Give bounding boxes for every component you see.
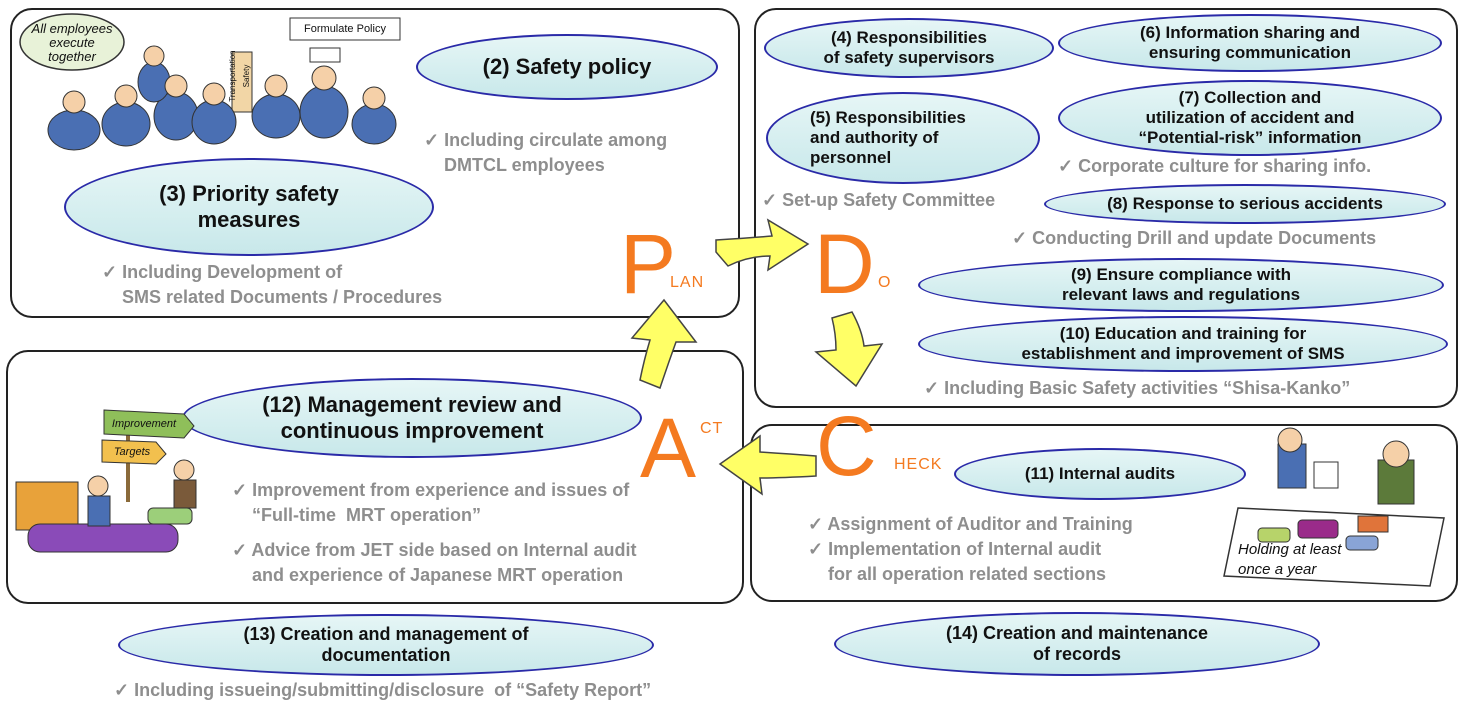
sign-targets: Targets bbox=[113, 446, 151, 458]
plan-illustration-bubble: All employees execute together bbox=[31, 21, 113, 64]
ellipse-5-note: ✓ Set-up Safety Committee bbox=[762, 190, 996, 210]
act-note-1: ✓ Improvement from experience and issues… bbox=[232, 480, 630, 525]
ellipse-4-label: (4) Responsibilities of safety superviso… bbox=[823, 27, 995, 67]
safety-policy-note: ✓ Including circulate among DMTCL employ… bbox=[424, 130, 668, 175]
plan-illustration-sign: Formulate Policy bbox=[304, 23, 386, 35]
plan-letter-suffix: LAN bbox=[670, 274, 705, 291]
check-letter: C bbox=[816, 399, 877, 493]
ellipse-8: (8) Response to serious accidents bbox=[1044, 184, 1446, 224]
plan-illustration: All employees execute together Formulate… bbox=[14, 12, 416, 152]
ellipse-4: (4) Responsibilities of safety superviso… bbox=[764, 18, 1054, 78]
act-letter: A bbox=[640, 401, 697, 495]
audit-illustration: Holding at least once a year bbox=[1218, 426, 1452, 592]
plan-letter: P bbox=[620, 217, 677, 311]
ellipse-5-label: (5) Responsibilities and authority of pe… bbox=[810, 107, 966, 168]
ellipse-6: (6) Information sharing and ensuring com… bbox=[1058, 14, 1442, 72]
arrow-act-to-plan bbox=[630, 298, 698, 389]
arrow-plan-to-do bbox=[715, 218, 810, 272]
do-letter: D bbox=[814, 217, 875, 311]
ellipse-7: (7) Collection and utilization of accide… bbox=[1058, 80, 1442, 156]
sign-improvement: Improvement bbox=[111, 418, 177, 430]
ellipse-8-label: (8) Response to serious accidents bbox=[1107, 193, 1383, 213]
ellipse-10: (10) Education and training for establis… bbox=[918, 316, 1448, 372]
ellipse-9: (9) Ensure compliance with relevant laws… bbox=[918, 258, 1444, 312]
ellipse-5: (5) Responsibilities and authority of pe… bbox=[766, 92, 1040, 184]
check-letter-suffix: HECK bbox=[894, 456, 943, 473]
ellipse-9-label: (9) Ensure compliance with relevant laws… bbox=[1061, 264, 1301, 304]
ellipse-7-note: ✓ Corporate culture for sharing info. bbox=[1058, 156, 1372, 176]
ellipse-13-label: (13) Creation and management of document… bbox=[243, 623, 529, 665]
ellipse-12: (12) Management review and continuous im… bbox=[182, 378, 642, 458]
priority-measures-note: ✓ Including Development of SMS related D… bbox=[102, 262, 443, 307]
safety-policy-ellipse: (2) Safety policy bbox=[416, 34, 718, 100]
arrow-do-to-check bbox=[814, 311, 884, 388]
ellipse-12-label: (12) Management review and continuous im… bbox=[262, 392, 562, 443]
ellipse-10-label: (10) Education and training for establis… bbox=[1021, 323, 1345, 363]
safety-policy-label: (2) Safety policy bbox=[482, 54, 652, 80]
priority-measures-label: (3) Priority safety measures bbox=[159, 181, 339, 232]
priority-measures-ellipse: (3) Priority safety measures bbox=[64, 158, 434, 256]
ellipse-11-label: (11) Internal audits bbox=[1024, 463, 1176, 483]
check-note: ✓ Assignment of Auditor and Training ✓ I… bbox=[808, 514, 1133, 584]
act-letter-suffix: CT bbox=[700, 420, 724, 437]
ellipse-14-label: (14) Creation and maintenance of records bbox=[945, 622, 1209, 664]
ellipse-7-label: (7) Collection and utilization of accide… bbox=[1138, 87, 1362, 148]
ellipse-6-label: (6) Information sharing and ensuring com… bbox=[1139, 22, 1361, 62]
audit-caption: Holding at least once a year bbox=[1238, 541, 1342, 578]
ellipse-13: (13) Creation and management of document… bbox=[118, 614, 654, 676]
ellipse-14: (14) Creation and maintenance of records bbox=[834, 612, 1320, 676]
ellipse-10-note: ✓ Including Basic Safety activities “Shi… bbox=[924, 378, 1351, 398]
plan-illustration-board: Transportation Safety bbox=[228, 50, 251, 102]
ellipse-8-note: ✓ Conducting Drill and update Documents bbox=[1012, 228, 1377, 248]
ellipse-13-note: ✓ Including issueing/submitting/disclosu… bbox=[114, 680, 652, 700]
arrow-check-to-act bbox=[718, 434, 817, 496]
act-illustration: Improvement Targets bbox=[8, 404, 228, 580]
do-letter-suffix: O bbox=[878, 274, 892, 291]
act-note-2: ✓ Advice from JET side based on Internal… bbox=[232, 540, 637, 585]
ellipse-11: (11) Internal audits bbox=[954, 448, 1246, 500]
